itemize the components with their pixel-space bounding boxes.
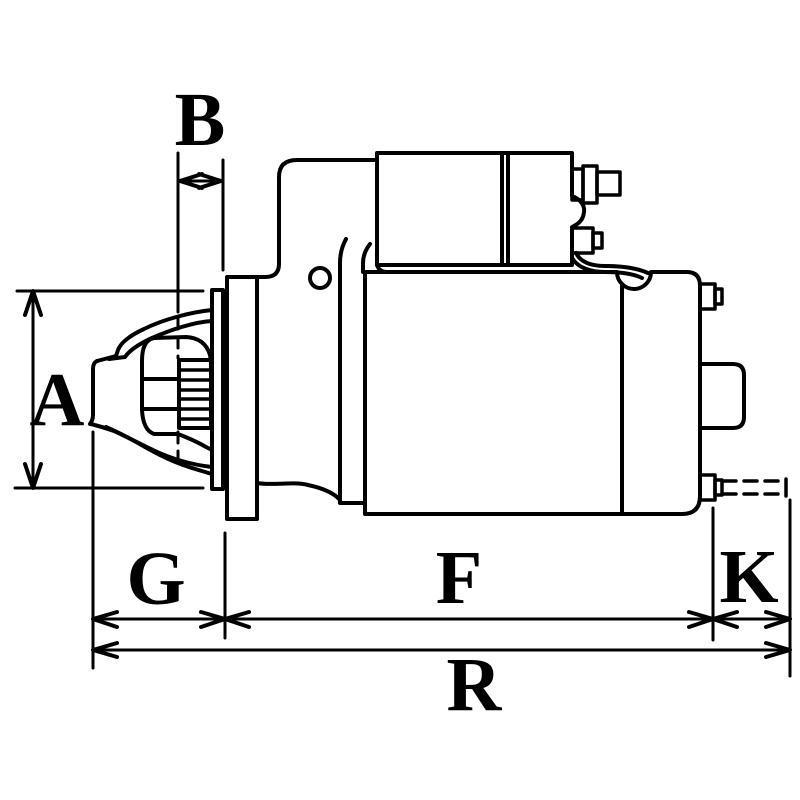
dim-label-K: K xyxy=(719,535,778,619)
arrowhead-left xyxy=(178,172,204,190)
intermediate-bracket xyxy=(255,158,379,505)
nose-outer-top-line xyxy=(95,308,214,363)
arrowhead-F-left xyxy=(223,610,251,629)
bracket-web-curve xyxy=(361,242,372,274)
dim-label-B: B xyxy=(175,78,226,162)
dimension-line-G-F-K: G F K xyxy=(91,535,792,629)
pinion-cavity-top xyxy=(140,335,213,412)
terminal-nut xyxy=(591,231,604,250)
terminal-stud-body xyxy=(570,226,595,255)
dim-label-F: F xyxy=(436,536,482,620)
solenoid-terminal-upper xyxy=(570,164,622,205)
bracket-bottom-curve xyxy=(255,481,342,502)
arrowhead-R-left xyxy=(91,641,119,659)
arrowhead-up xyxy=(23,289,43,317)
hidden-shaft-dashed xyxy=(721,477,788,498)
solenoid xyxy=(375,151,650,280)
solenoid-body xyxy=(375,151,587,267)
dimension-R: R xyxy=(91,641,792,727)
nose-inner-bottom-line xyxy=(104,425,214,469)
dim-label-R: R xyxy=(447,643,503,727)
motor-body xyxy=(363,270,788,516)
solenoid-terminal-lower xyxy=(570,226,604,255)
bracket-outline xyxy=(255,158,379,279)
rear-bolt-lower xyxy=(698,473,724,502)
dimensions: A B G F xyxy=(13,78,792,727)
terminal-stud-body xyxy=(581,164,599,205)
pinion-gear-teeth xyxy=(177,368,213,421)
starter-motor-drawing xyxy=(88,151,788,521)
arrowhead-K-right xyxy=(764,610,792,629)
arrowhead-R-right xyxy=(764,641,792,659)
arrowhead-G-left xyxy=(91,610,119,629)
nose-collar-face xyxy=(88,359,99,426)
mounting-flange xyxy=(225,275,259,521)
motor-yoke-outline xyxy=(363,270,702,516)
dim-label-A: A xyxy=(30,358,85,442)
dim-label-G: G xyxy=(126,537,185,621)
arrowhead-K-left xyxy=(711,610,739,629)
field-strap xyxy=(570,251,650,280)
rear-bolt-upper xyxy=(698,282,724,311)
dimension-B: B xyxy=(175,78,226,464)
pinion-gear xyxy=(140,358,213,430)
terminal-nut xyxy=(595,170,622,197)
bracket-rear-edge xyxy=(338,237,348,504)
dimension-A: A xyxy=(13,289,205,490)
drive-end-housing xyxy=(88,308,214,476)
rear-bearing-boss xyxy=(698,362,746,430)
arrowhead-right xyxy=(197,172,223,190)
arrowhead-down xyxy=(23,462,43,490)
bracket-hole xyxy=(308,266,332,290)
front-plate xyxy=(210,288,225,491)
